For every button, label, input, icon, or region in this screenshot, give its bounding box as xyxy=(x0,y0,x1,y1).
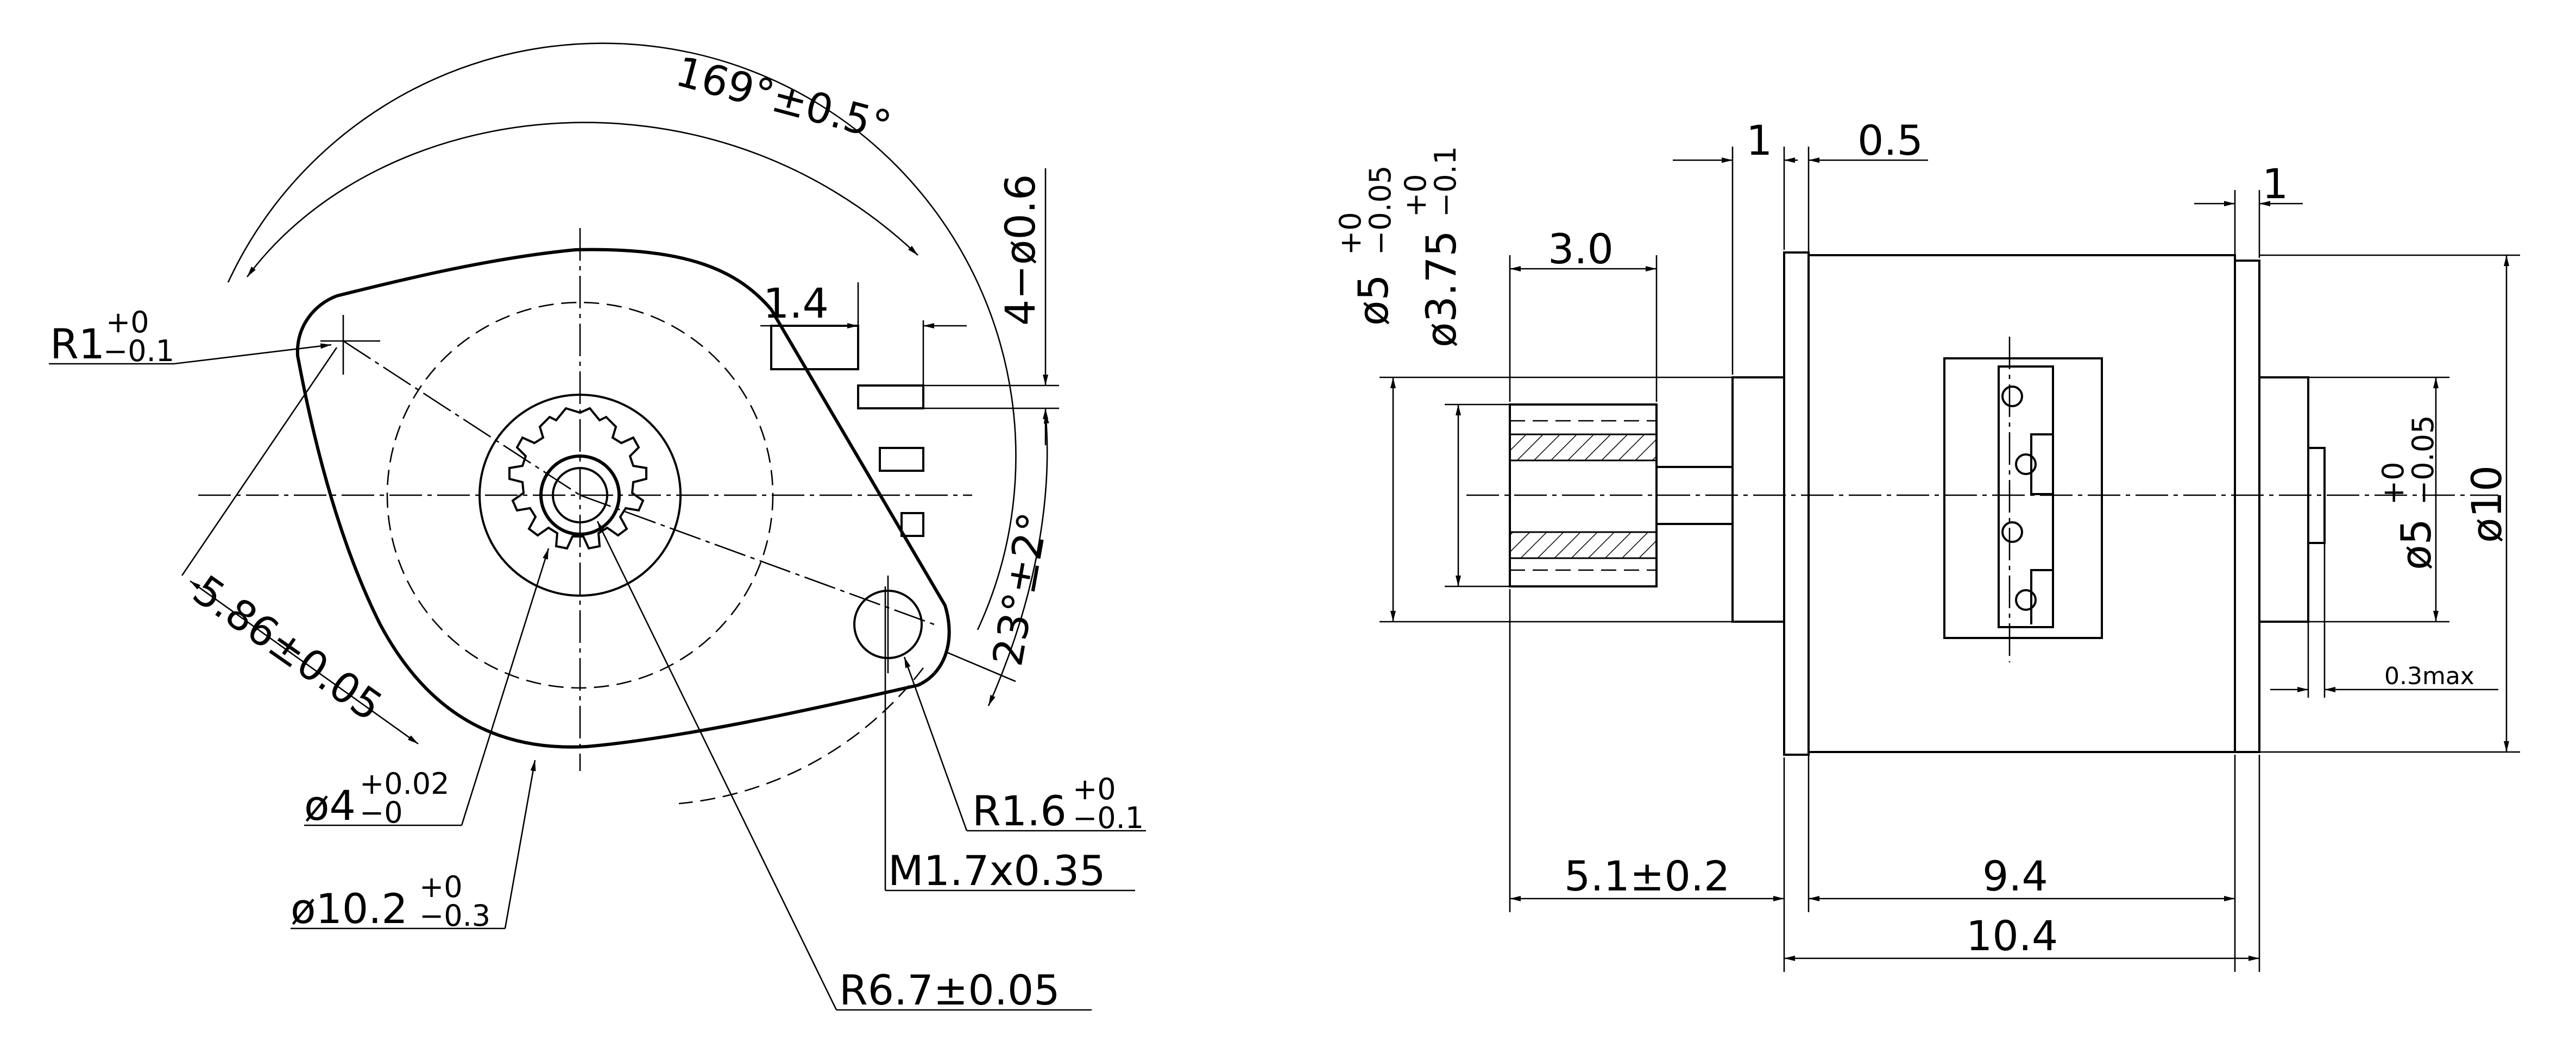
pitch-circle xyxy=(386,301,774,689)
r16-label: R1.6 xyxy=(972,787,1067,835)
side-view: 1 0.5 1 3.0 ø5 +0 −0.05 ø3.75 +0 −0.1 ø5… xyxy=(1333,116,2520,972)
r1-tol-bot: −0.1 xyxy=(103,334,174,368)
shaft-inner xyxy=(552,467,608,523)
connector-pin-1 xyxy=(2001,386,2023,407)
r16-tol-top: +0 xyxy=(1073,772,1116,806)
r67-label: R6.7±0.05 xyxy=(839,966,1060,1014)
side-nub xyxy=(2307,447,2326,544)
d586-label: 5.86±0.05 xyxy=(185,566,391,731)
m17-label: M1.7x0.35 xyxy=(888,846,1106,895)
d586-ext xyxy=(181,347,338,576)
pin-1 xyxy=(857,384,924,409)
d102-leader xyxy=(504,760,536,929)
r1-label: R1 xyxy=(50,320,105,368)
shaft-outer xyxy=(539,454,621,536)
connector-pin-2 xyxy=(2015,453,2037,475)
angle-23-ext xyxy=(944,650,1016,683)
d1-right-label: 1 xyxy=(2262,160,2288,208)
gear-outer xyxy=(478,394,682,597)
d375-tol-bot: −0.1 xyxy=(1428,146,1463,217)
gear-hatch-top xyxy=(1509,433,1658,462)
gear-teeth xyxy=(508,407,647,550)
front-view: 169°±0.5° R1 +0 −0.1 5.86±0.05 1.4 4−ø0.… xyxy=(49,42,1146,1014)
d5r-tol-top: +0 xyxy=(2376,462,2410,505)
d4-label: ø4 xyxy=(304,781,356,830)
pin-2 xyxy=(879,447,924,472)
side-body xyxy=(1807,254,2236,753)
d5-label: ø5 xyxy=(1349,274,1397,326)
d102-tol-bot: −0.3 xyxy=(419,899,490,933)
d586-dim-line xyxy=(190,580,419,745)
pins-label: 4−ø0.6 xyxy=(996,174,1044,326)
angle-169-arc xyxy=(246,122,918,277)
d14-label: 1.4 xyxy=(763,279,829,327)
d10-label: ø10 xyxy=(2462,465,2511,543)
d5r-label: ø5 xyxy=(2392,519,2440,570)
d03-label: 0.3max xyxy=(2384,662,2474,690)
connector-pin-profile xyxy=(2030,369,2054,624)
r1-centerline xyxy=(343,340,581,496)
side-flange-right xyxy=(2234,260,2260,753)
d102-tol-top: +0 xyxy=(419,870,463,904)
connector-pin-4 xyxy=(2015,589,2037,611)
d375-tol-top: +0 xyxy=(1399,174,1433,217)
r1-leader xyxy=(173,343,332,365)
r67-leader xyxy=(596,521,837,1010)
connector-pins xyxy=(2001,369,2054,624)
side-boss-left xyxy=(1731,376,1785,623)
r16-leader xyxy=(903,656,968,831)
connector-frame xyxy=(1943,357,2103,639)
d375-label: ø3.75 xyxy=(1417,230,1465,347)
connector-pin-3 xyxy=(2001,521,2023,543)
flange-outline xyxy=(295,248,951,749)
r1-tol-top: +0 xyxy=(106,305,149,339)
d102-label: ø10.2 xyxy=(291,884,408,933)
mount-hole-centerline xyxy=(580,494,935,625)
gear-hatch-bot xyxy=(1509,531,1658,559)
d4-tol-bot: −0 xyxy=(360,795,403,830)
side-boss-right xyxy=(2258,376,2309,623)
d30-label: 3.0 xyxy=(1548,225,1614,273)
side-flange-left xyxy=(1783,251,1810,756)
d51-label: 5.1±0.2 xyxy=(1564,852,1730,900)
d104-label: 10.4 xyxy=(1966,912,2058,960)
d05-label: 0.5 xyxy=(1857,116,1923,165)
d1-top-label: 1 xyxy=(1746,116,1772,165)
d4-leader xyxy=(461,548,550,826)
d5r-tol-bot: −0.05 xyxy=(2406,415,2440,505)
pin-3 xyxy=(900,512,924,537)
angle-23-arc xyxy=(987,412,1049,706)
r67-arc-lower xyxy=(678,667,924,805)
d5-tol-bot: −0.05 xyxy=(1363,166,1397,255)
d5-tol-top: +0 xyxy=(1333,212,1368,255)
d4-tol-top: +0.02 xyxy=(360,767,449,801)
angle-169-label: 169°±0.5° xyxy=(671,47,896,150)
d94-label: 9.4 xyxy=(1982,852,2048,900)
r16-tol-bot: −0.1 xyxy=(1073,801,1144,835)
